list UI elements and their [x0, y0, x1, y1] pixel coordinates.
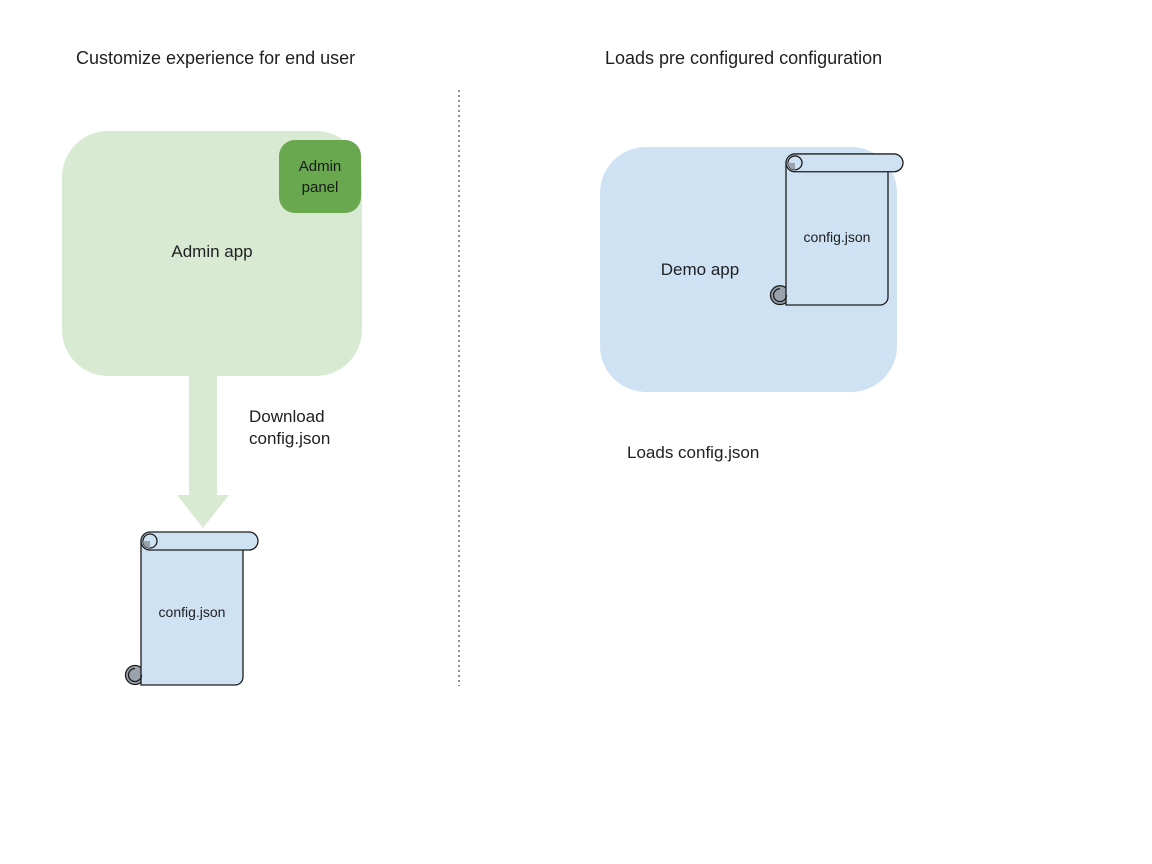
- right-section-title: Loads pre configured configuration: [605, 48, 883, 68]
- download-label-line1: Download: [249, 407, 325, 426]
- config-json-label-right: config.json: [803, 229, 871, 245]
- download-label-line2: config.json: [249, 429, 331, 448]
- scroll-body: [785, 162, 889, 306]
- download-arrow-label: Download config.json: [249, 406, 330, 450]
- scroll-top-spiral-shade: [788, 162, 795, 170]
- loads-config-caption: Loads config.json: [627, 443, 760, 462]
- admin-app-label: Admin app: [171, 242, 253, 261]
- download-arrow-icon: [177, 376, 229, 528]
- scroll-top-roll: [785, 153, 904, 173]
- admin-panel-label: Admin panel: [298, 157, 342, 196]
- admin-panel-badge: Admin panel: [279, 140, 361, 213]
- left-section-title: Customize experience for end user: [76, 48, 356, 68]
- demo-app-label: Demo app: [660, 260, 740, 279]
- scroll-document-icon: [769, 153, 904, 306]
- scroll-top-spiral-shade: [143, 541, 150, 548]
- config-json-scroll-left: [117, 528, 259, 688]
- admin-app-box: Admin panel Admin app: [62, 131, 362, 376]
- scroll-top-roll: [140, 531, 259, 551]
- scroll-document-icon: [124, 531, 259, 686]
- scroll-curl-line: [127, 667, 143, 683]
- config-json-label-left: config.json: [158, 604, 226, 620]
- scroll-curl-line: [772, 288, 788, 303]
- config-json-scroll-right: [762, 150, 904, 308]
- section-divider: [458, 90, 460, 686]
- scroll-body: [140, 540, 244, 686]
